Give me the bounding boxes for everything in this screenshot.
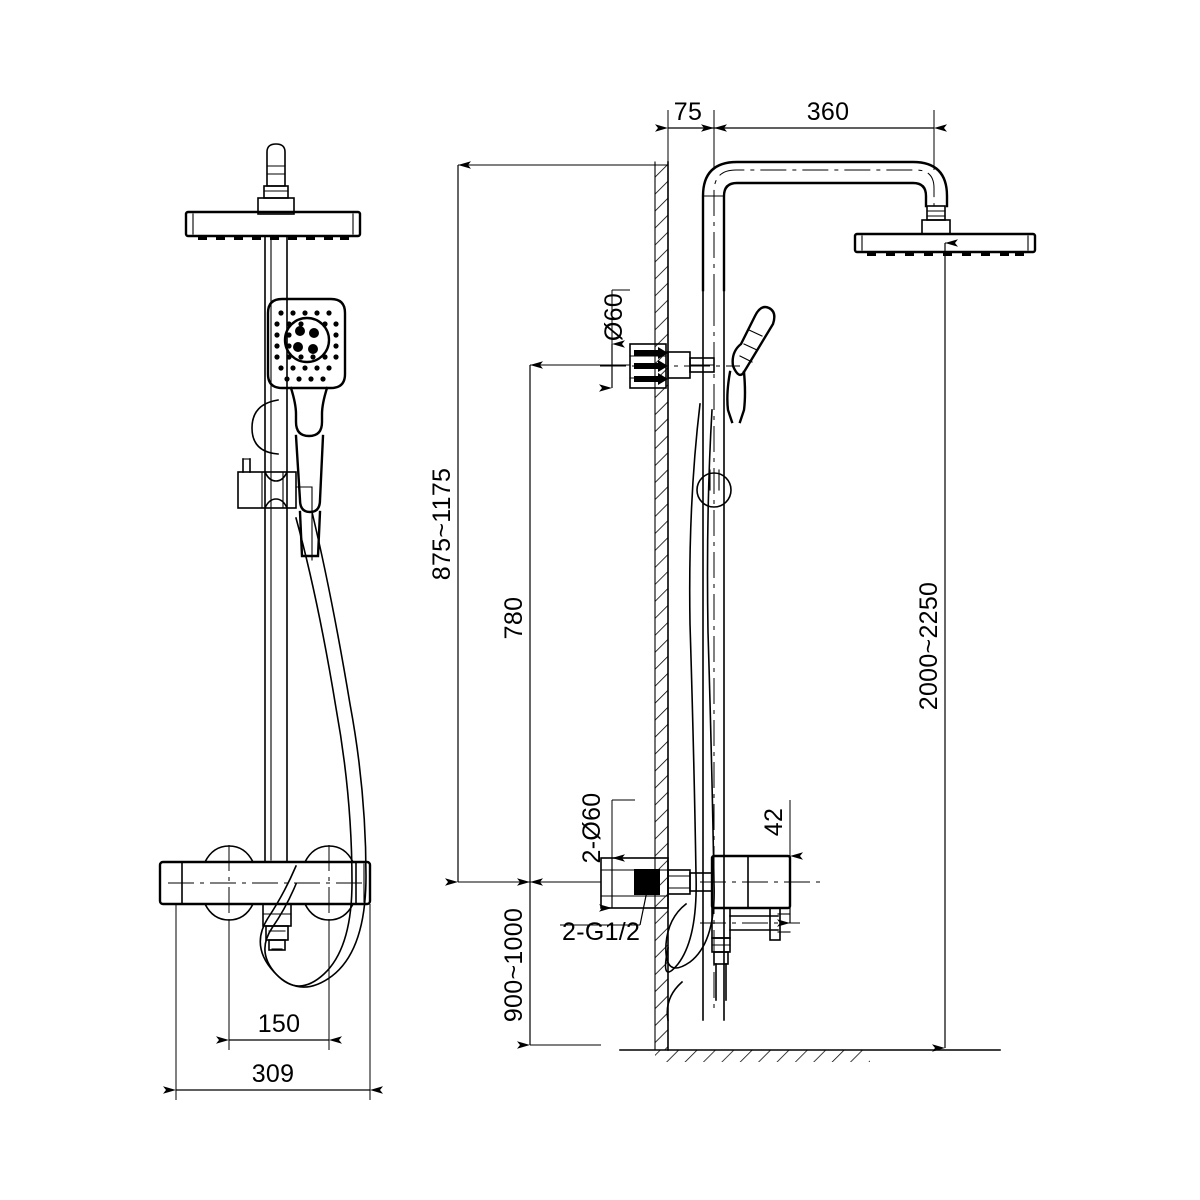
front-ball-joint <box>257 143 295 215</box>
shower-arm <box>701 160 949 300</box>
hand-shower-nozzles <box>274 310 339 382</box>
side-view: 75 360 875~1175 780 900~1000 <box>428 98 1037 1062</box>
front-view-extension-lines <box>175 904 371 1100</box>
dim-360-label: 360 <box>807 98 850 126</box>
dim-875-1175: 875~1175 <box>428 161 668 886</box>
floor-line <box>619 1049 1001 1062</box>
dim-42: 42 <box>760 800 803 927</box>
hand-shower-side <box>696 305 776 508</box>
dim-phi60-label: Ø60 <box>600 293 628 341</box>
riser-rail <box>264 235 288 863</box>
side-top-extension-lines <box>667 110 935 170</box>
dim-2000-2250: 2000~2250 <box>915 239 958 1052</box>
hand-shower <box>251 297 347 558</box>
dim-309: 309 <box>163 1060 383 1094</box>
dim-phi60-bracket: Ø60 <box>599 289 630 392</box>
rain-shower-head <box>184 210 362 240</box>
flexible-hose-side <box>664 403 715 1021</box>
dim-360: 360 <box>701 98 947 132</box>
dim-875-1175-label: 875~1175 <box>428 468 456 580</box>
dim-150-label: 150 <box>258 1010 301 1038</box>
slider-bracket <box>237 458 313 561</box>
dim-75: 75 <box>655 98 727 132</box>
leader-2-g12: 2-G1/2 <box>560 879 649 946</box>
dim-2000-2250-label: 2000~2250 <box>915 582 943 711</box>
dim-309-label: 309 <box>252 1060 295 1088</box>
flexible-hose <box>259 511 367 988</box>
rain-head-nozzles <box>198 236 349 240</box>
dim-42-label: 42 <box>760 808 788 836</box>
hand-shower-bracket <box>600 343 740 389</box>
front-view: 150 309 <box>158 143 383 1100</box>
dim-2-g12-label: 2-G1/2 <box>562 918 640 946</box>
dim-150: 150 <box>216 1010 342 1044</box>
dim-75-label: 75 <box>674 98 702 126</box>
dim-900-1000: 900~1000 <box>500 878 601 1049</box>
dim-900-1000-label: 900~1000 <box>500 908 528 1022</box>
dim-2-phi60: 2-Ø60 <box>578 793 635 912</box>
wall-section <box>654 161 669 1051</box>
dim-780-label: 780 <box>500 597 528 640</box>
dim-2-phi60-label: 2-Ø60 <box>578 793 606 864</box>
dim-780: 780 <box>500 361 630 886</box>
